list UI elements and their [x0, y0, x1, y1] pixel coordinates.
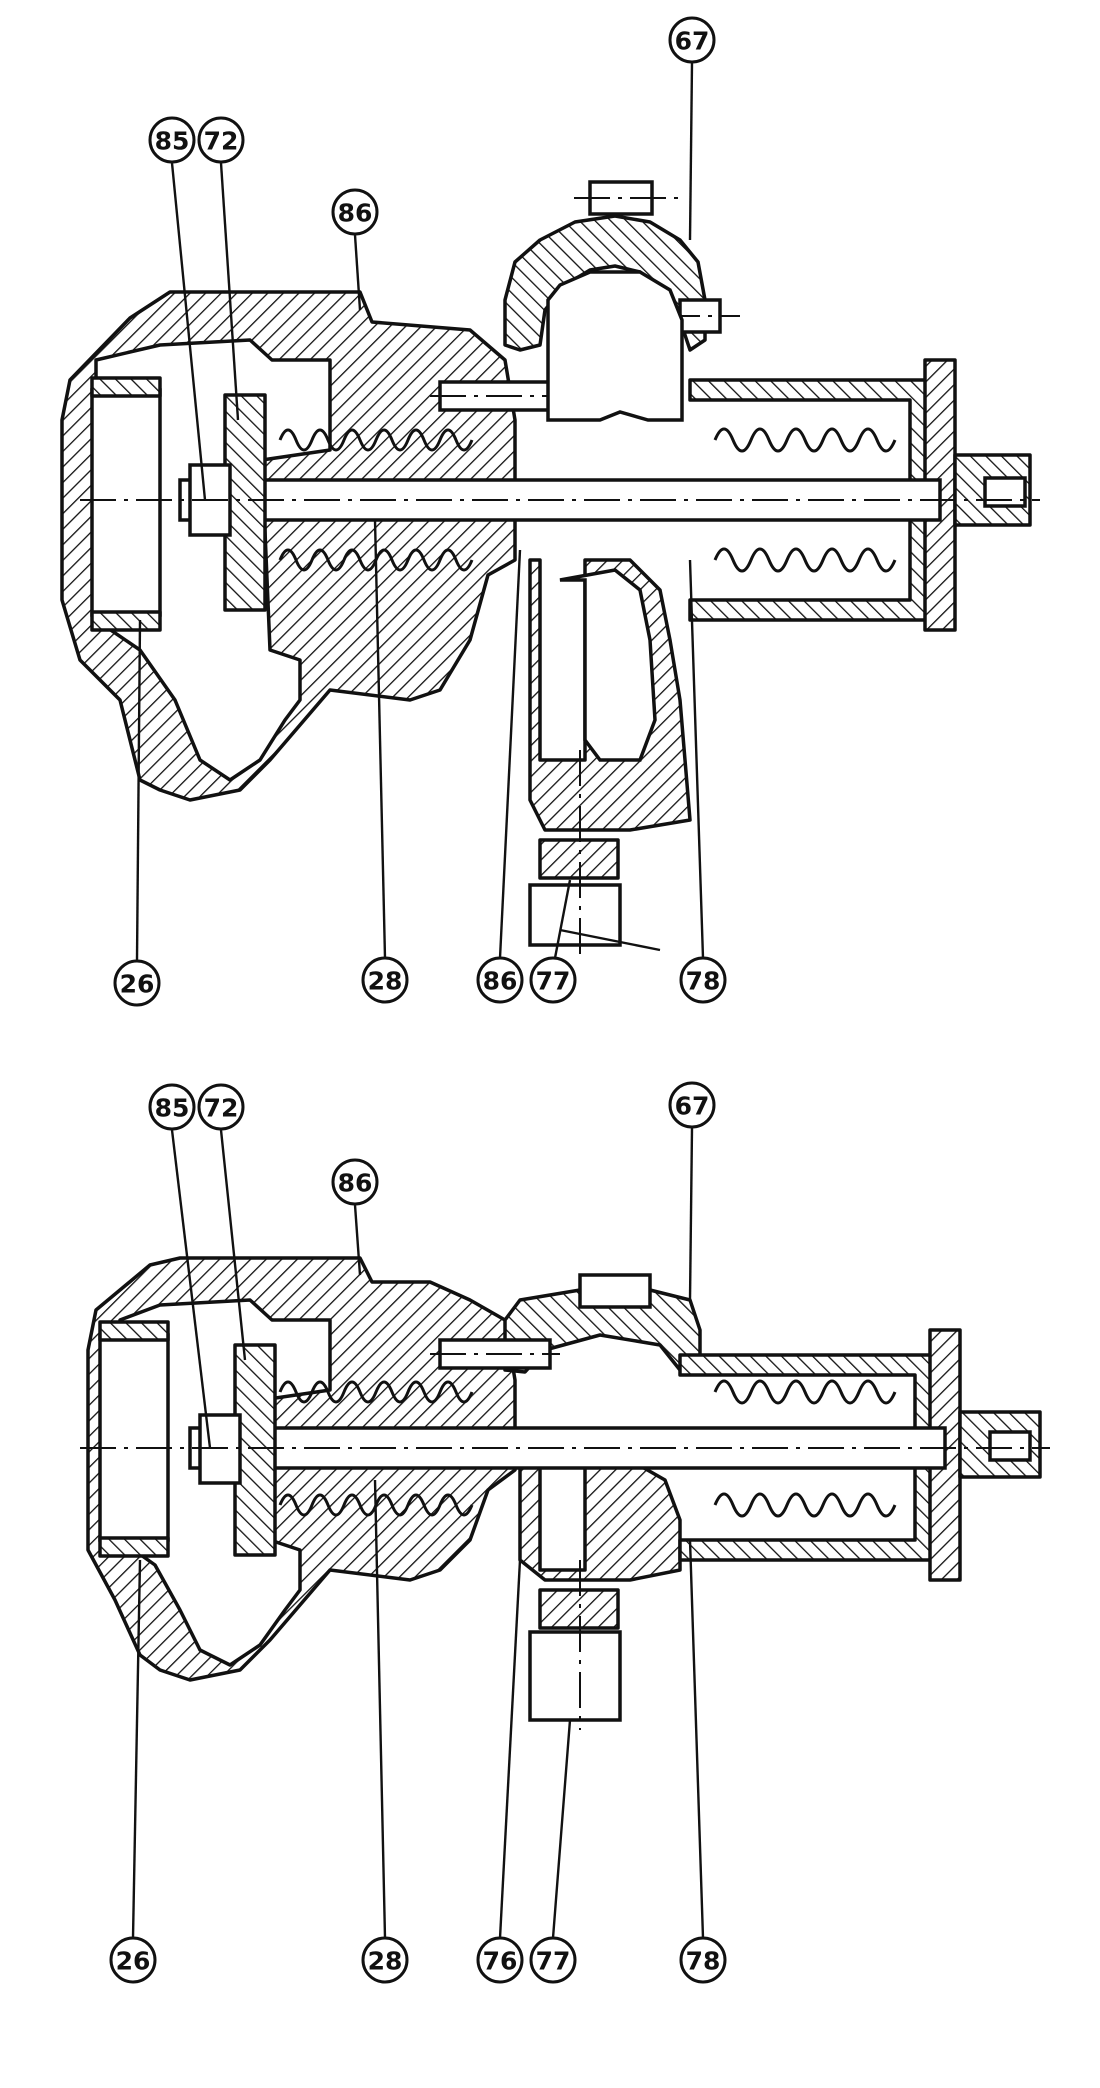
bottom-callout-86a: 86	[331, 1158, 379, 1206]
top-central-chamber	[546, 270, 684, 422]
bottom-callout-85: 85	[148, 1083, 196, 1131]
bottom-callout-67: 67	[668, 1081, 716, 1129]
svg-text:26: 26	[120, 970, 155, 999]
top-lower-chamber-void	[559, 568, 657, 762]
top-callout-78: 78	[679, 956, 727, 1004]
bottom-callout-76: 76	[476, 1936, 524, 1984]
top-callout-77: 77	[529, 956, 577, 1004]
top-leader-lines	[135, 62, 705, 961]
svg-text:72: 72	[204, 1094, 239, 1123]
svg-text:76: 76	[483, 1947, 518, 1976]
bottom-callout-77: 77	[529, 1936, 577, 1984]
svg-text:77: 77	[536, 1947, 571, 1976]
bottom-flange-ring	[98, 1320, 170, 1342]
svg-text:85: 85	[155, 127, 190, 156]
bottom-flange-ring-lower	[98, 1536, 170, 1558]
svg-text:78: 78	[686, 967, 721, 996]
bottom-flange-opening	[98, 1333, 170, 1542]
top-callout-28: 28	[361, 956, 409, 1004]
svg-text:67: 67	[675, 1092, 710, 1121]
bottom-fitting-body	[528, 1630, 622, 1722]
bottom-callout-72: 72	[197, 1083, 245, 1131]
bottom-top-bolt	[578, 1273, 652, 1309]
top-end-bolt	[983, 476, 1027, 508]
svg-text:86: 86	[483, 967, 518, 996]
top-callout-26: 26	[113, 959, 161, 1007]
svg-text:86: 86	[338, 199, 373, 228]
bottom-callout-26: 26	[109, 1936, 157, 1984]
top-dome-cap	[503, 214, 707, 352]
top-callout-86b: 86	[476, 956, 524, 1004]
bottom-callout-28: 28	[361, 1936, 409, 1984]
svg-text:28: 28	[368, 967, 403, 996]
svg-text:28: 28	[368, 1947, 403, 1976]
bottom-end-bolt	[988, 1430, 1032, 1462]
top-flange-opening	[90, 388, 162, 617]
bottom-right-spring	[713, 1379, 897, 1518]
svg-text:72: 72	[204, 127, 239, 156]
bottom-section-view: 85 72 86 67 26 28 76 77 78	[80, 1081, 1050, 1984]
svg-text:77: 77	[536, 967, 571, 996]
bottom-leader-lines	[131, 1127, 705, 1939]
top-callout-72: 72	[197, 116, 245, 164]
svg-text:86: 86	[338, 1169, 373, 1198]
top-flange-ring-lower	[90, 610, 162, 632]
top-section-view: 85 72 86 67 26 28 86 77 78	[60, 16, 1040, 1007]
svg-text:85: 85	[155, 1094, 190, 1123]
svg-text:67: 67	[675, 27, 710, 56]
top-housing-body	[60, 290, 517, 802]
bottom-callout-78: 78	[679, 1936, 727, 1984]
top-callout-85: 85	[148, 116, 196, 164]
top-callout-67: 67	[668, 16, 716, 64]
svg-text:78: 78	[686, 1947, 721, 1976]
top-fitting-body	[528, 883, 622, 947]
bottom-lower-chamber	[518, 1458, 682, 1582]
top-callout-86a: 86	[331, 188, 379, 236]
top-flange-ring	[90, 376, 162, 398]
svg-text:26: 26	[116, 1947, 151, 1976]
top-right-spring	[713, 427, 897, 573]
